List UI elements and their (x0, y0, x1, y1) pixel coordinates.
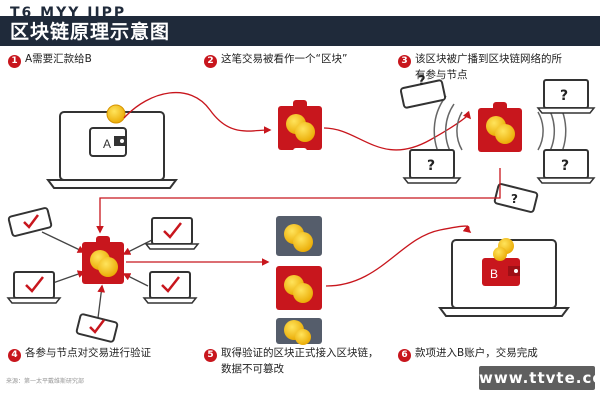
arrow-block-to-network (323, 110, 471, 151)
check-laptop-bottom-right-icon (142, 271, 198, 304)
wallet-a-icon: A (89, 127, 127, 157)
laptop-mid-right-icon: ? (536, 149, 596, 184)
tablet-bottom-icon: ? (493, 183, 539, 213)
svg-text:?: ? (511, 192, 518, 206)
arrow-chain-to-b (325, 225, 472, 287)
svg-text:?: ? (560, 88, 568, 104)
site-watermark: www.ttvte.com (479, 366, 600, 390)
validation-arrows (41, 231, 153, 319)
broadcast-block-icon (478, 102, 522, 152)
page-title: 区块链原理示意图 (10, 21, 171, 43)
svg-text:?: ? (561, 158, 569, 174)
check-tablet-bottom-icon (75, 313, 119, 343)
chain-icon (276, 216, 322, 345)
coin-icon (106, 104, 126, 124)
svg-text:?: ? (418, 74, 426, 89)
header-banner (0, 16, 600, 46)
check-laptop-top-right-icon (144, 217, 200, 250)
validation-block-icon (82, 236, 124, 284)
svg-text:?: ? (427, 158, 435, 174)
coin-icon (493, 247, 507, 261)
tablet-top-left-icon: ? (399, 74, 447, 109)
laptop-top-right-icon: ? (536, 79, 596, 114)
source-note: 来源：第一太平戴维斯研究部 (6, 378, 85, 385)
arrow-a-to-block (123, 91, 272, 134)
laptop-mid-left-icon: ? (402, 149, 462, 184)
check-tablet-top-left-icon (7, 207, 53, 237)
block-icon (278, 100, 322, 156)
wallet-b-icon: B (482, 258, 520, 286)
wallet-b-label: B (490, 267, 498, 281)
check-laptop-bottom-left-icon (6, 271, 62, 304)
wallet-a-label: A (103, 137, 111, 151)
arrow-network-to-validation (96, 168, 501, 234)
